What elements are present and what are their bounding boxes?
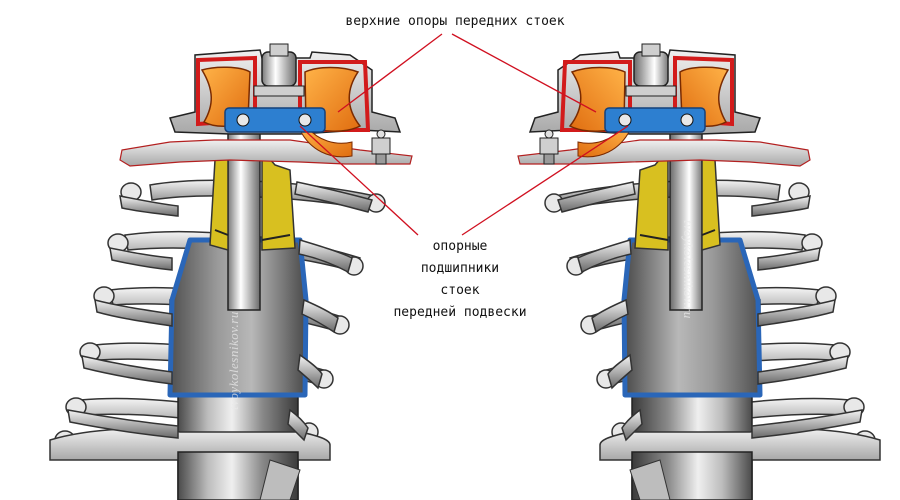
- watermark-right: tvoykolesnikov.ru: [681, 220, 696, 319]
- bearings-label-line-2: подшипники: [420, 261, 500, 276]
- top-mounts-label: верхние опоры передних стоек: [345, 14, 565, 29]
- strut-assembly-right: [518, 44, 880, 500]
- bearings-label-line-3: стоек: [440, 283, 480, 298]
- strut-assembly-left: tvoykolesnikov.ru: [50, 44, 412, 500]
- leader-lines: [299, 33, 629, 236]
- bearings-label-line-4: передней подвески: [393, 305, 527, 320]
- bearings-label-line-1: опорные: [432, 239, 488, 254]
- bearings-label: опорные подшипники стоек передней подвес…: [370, 236, 550, 324]
- watermark-left: tvoykolesnikov.ru: [226, 311, 241, 410]
